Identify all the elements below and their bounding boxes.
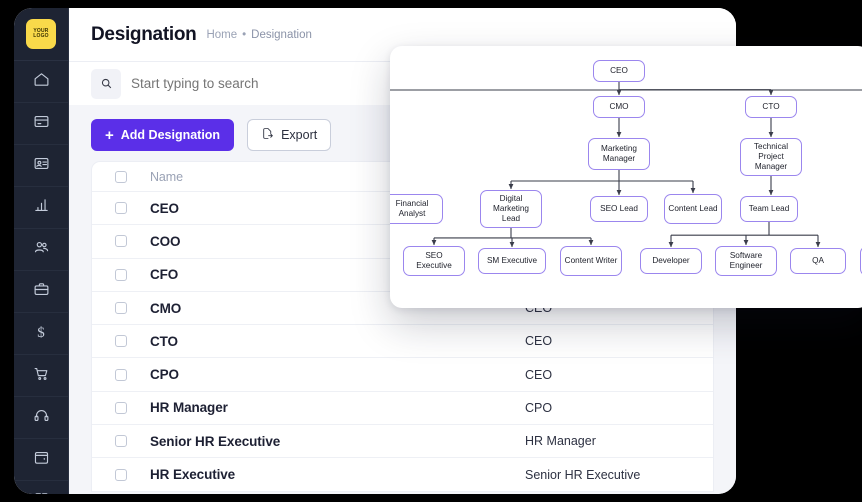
row-select-cell: [92, 368, 150, 381]
cell-name: CTO: [150, 333, 178, 349]
bar-chart-icon: [33, 197, 50, 219]
select-all-checkbox[interactable]: [115, 170, 127, 183]
cell-name: Senior HR Executive: [150, 433, 281, 449]
breadcrumb-separator: •: [242, 28, 247, 41]
page-title: Designation: [91, 23, 197, 45]
cart-icon: [33, 365, 50, 387]
row-select-cell: [92, 468, 150, 481]
column-header-name[interactable]: Name: [150, 169, 183, 184]
cell-name: CFO: [150, 267, 179, 283]
table-row[interactable]: CPO CEO: [92, 358, 713, 392]
org-node[interactable]: CTO: [745, 96, 797, 118]
table-row[interactable]: HR Executive Senior HR Executive: [92, 458, 713, 492]
home-icon: [33, 71, 50, 93]
org-node[interactable]: SEO Executive: [403, 246, 465, 276]
sidebar-item-orders[interactable]: [14, 355, 68, 397]
row-select-cell: [92, 335, 150, 348]
org-node[interactable]: CEO: [593, 60, 645, 82]
row-select-cell: [92, 435, 150, 448]
row-select-cell: [92, 268, 150, 281]
calendar-icon: [33, 449, 50, 471]
cell-name: COO: [150, 233, 181, 249]
sidebar-item-calendar[interactable]: [14, 439, 68, 481]
export-file-icon: [261, 127, 274, 143]
row-checkbox[interactable]: [115, 435, 127, 448]
row-checkbox[interactable]: [115, 468, 127, 481]
org-node[interactable]: Developer: [640, 248, 702, 274]
export-label: Export: [281, 128, 318, 142]
row-checkbox[interactable]: [115, 202, 127, 215]
table-row[interactable]: CTO CEO: [92, 325, 713, 359]
cell-name: HR Manager: [150, 400, 228, 416]
table-row[interactable]: HR Manager CPO: [92, 392, 713, 426]
wallet-icon: [33, 113, 50, 135]
row-checkbox[interactable]: [115, 268, 127, 281]
cell-reports-to: HR Manager: [525, 434, 596, 449]
id-card-icon: [33, 155, 50, 177]
org-node[interactable]: QA: [790, 248, 846, 274]
org-node[interactable]: Financial Analyst: [390, 194, 443, 224]
add-designation-button[interactable]: + Add Designation: [91, 119, 235, 151]
cell-reports-to: CPO: [525, 400, 553, 415]
org-node[interactable]: Software Engineer: [715, 246, 777, 276]
org-node[interactable]: CMO: [593, 96, 645, 118]
row-checkbox[interactable]: [115, 401, 127, 414]
row-checkbox[interactable]: [115, 235, 127, 248]
org-node[interactable]: Team Lead: [740, 196, 798, 222]
dollar-icon: $: [37, 325, 45, 341]
sidebar-item-home[interactable]: [14, 61, 68, 103]
cell-name: HR Executive: [150, 467, 236, 483]
org-node[interactable]: Digital Marketing Lead: [480, 190, 542, 228]
row-checkbox[interactable]: [115, 368, 127, 381]
sidebar-item-more[interactable]: [14, 481, 68, 494]
sidebar-item-support[interactable]: [14, 397, 68, 439]
logo-line-2: LOGO: [33, 33, 49, 39]
toolbar: + Add Designation Export: [69, 105, 736, 161]
sidebar-item-payroll[interactable]: [14, 103, 68, 145]
cell-name: CEO: [150, 200, 179, 216]
headset-icon: [33, 407, 50, 429]
users-icon: [33, 239, 50, 261]
cell-name: CPO: [150, 367, 179, 383]
cell-reports-to: CEO: [525, 334, 553, 349]
briefcase-icon: [33, 281, 50, 303]
sidebar-item-finance[interactable]: $: [14, 313, 68, 355]
org-node[interactable]: Content Lead: [664, 194, 722, 224]
breadcrumb-current: Designation: [251, 28, 312, 41]
row-select-cell: [92, 202, 150, 215]
logo[interactable]: YOUR LOGO: [14, 8, 68, 61]
export-button[interactable]: Export: [247, 119, 332, 151]
sidebar: YOUR LOGO: [14, 8, 69, 494]
row-select-cell: [92, 401, 150, 414]
org-chart-panel: CEO CMO CTO Marketing Manager Technical Proj…: [390, 46, 862, 308]
breadcrumb: Home • Designation: [206, 29, 311, 41]
logo-badge: YOUR LOGO: [26, 19, 56, 49]
cell-reports-to: Senior HR Executive: [525, 467, 641, 482]
sidebar-item-projects[interactable]: [14, 271, 68, 313]
select-all-cell: [92, 170, 150, 183]
table-row[interactable]: Senior HR Executive HR Manager: [92, 425, 713, 459]
org-node[interactable]: SM Executive: [478, 248, 546, 274]
org-chart-canvas[interactable]: CEO CMO CTO Marketing Manager Technical Proj…: [390, 46, 862, 308]
search-icon[interactable]: [91, 68, 121, 99]
row-select-cell: [92, 235, 150, 248]
org-node[interactable]: Content Writer: [560, 246, 622, 276]
org-node[interactable]: SEO Lead: [590, 196, 648, 222]
org-node[interactable]: Technical Project Manager: [740, 138, 802, 176]
breadcrumb-home[interactable]: Home: [206, 28, 238, 41]
logo-line-1: YOUR: [33, 28, 49, 34]
cell-reports-to: CEO: [525, 367, 553, 382]
org-chart-connectors: [390, 82, 862, 248]
row-select-cell: [92, 302, 150, 315]
sidebar-item-reports[interactable]: [14, 187, 68, 229]
cell-name: CMO: [150, 300, 182, 316]
add-designation-label: Add Designation: [120, 128, 221, 142]
grid-icon: [33, 491, 50, 494]
plus-icon: +: [105, 126, 114, 144]
sidebar-item-teams[interactable]: [14, 229, 68, 271]
org-node[interactable]: Marketing Manager: [588, 138, 650, 170]
row-checkbox[interactable]: [115, 302, 127, 315]
sidebar-item-employees[interactable]: [14, 145, 68, 187]
row-checkbox[interactable]: [115, 335, 127, 348]
